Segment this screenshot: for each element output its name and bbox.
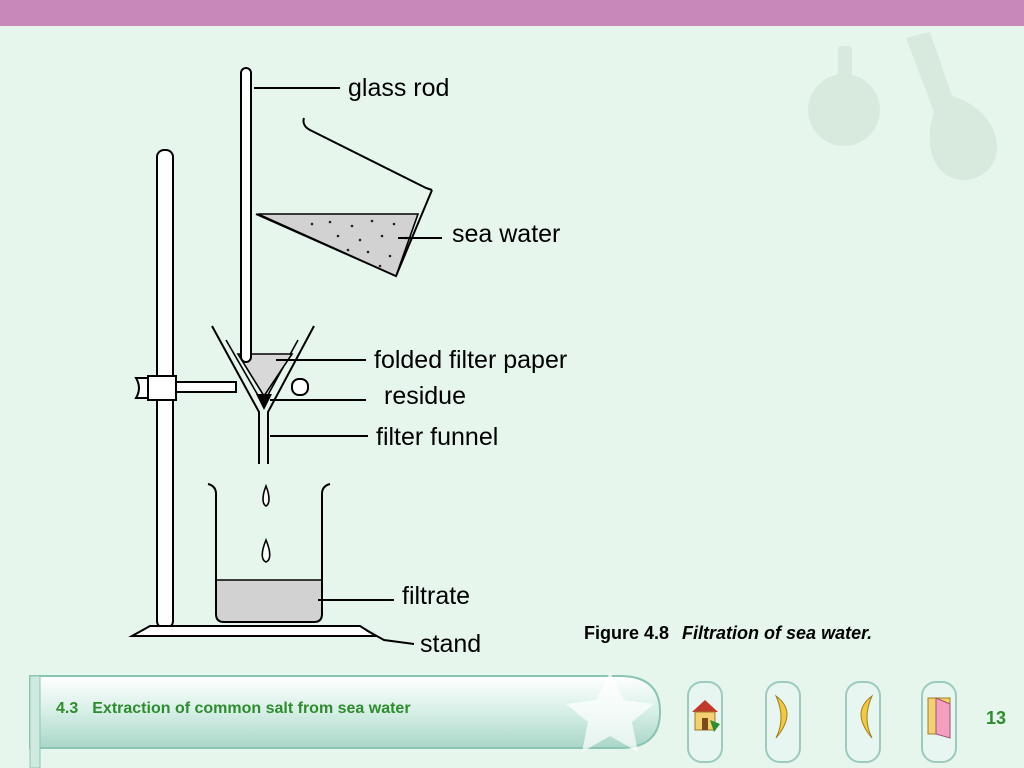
label-sea-water: sea water bbox=[452, 220, 561, 248]
sea-water-liquid bbox=[257, 213, 420, 278]
clamp bbox=[134, 375, 309, 401]
page-number: 13 bbox=[986, 708, 1007, 728]
residue bbox=[256, 394, 272, 410]
receiving-beaker bbox=[207, 483, 331, 623]
exit-door-icon[interactable] bbox=[914, 680, 964, 764]
label-residue: residue bbox=[384, 382, 466, 410]
label-glass-rod: glass rod bbox=[348, 74, 450, 102]
home-icon[interactable] bbox=[680, 680, 730, 764]
figure-number: Figure 4.8 bbox=[584, 623, 670, 643]
section-number: 4.3 bbox=[56, 700, 79, 717]
label-filtrate: filtrate bbox=[402, 582, 471, 610]
label-stand: stand bbox=[420, 630, 482, 658]
figure-caption: Figure 4.8 Filtration of sea water. bbox=[584, 623, 872, 644]
leader-lines bbox=[254, 87, 442, 645]
top-bar bbox=[0, 0, 1024, 26]
forward-arrow-icon[interactable] bbox=[838, 680, 888, 764]
filtrate-liquid bbox=[216, 580, 322, 622]
decorative-flasks-icon bbox=[808, 32, 997, 181]
section-label: 4.3 Extraction of common salt from sea wa… bbox=[56, 700, 411, 718]
droplet bbox=[262, 483, 270, 507]
label-folded-filter-paper: folded filter paper bbox=[374, 346, 568, 374]
section-title: Extraction of common salt from sea water bbox=[92, 700, 411, 717]
footer-tube bbox=[29, 672, 662, 768]
figure-title: Filtration of sea water. bbox=[682, 623, 873, 643]
pouring-beaker bbox=[255, 117, 433, 278]
stand-base bbox=[128, 625, 380, 637]
droplet bbox=[261, 537, 271, 563]
filter-paper bbox=[236, 353, 294, 398]
back-arrow-icon[interactable] bbox=[758, 680, 808, 764]
glass-rod bbox=[240, 67, 252, 363]
label-filter-funnel: filter funnel bbox=[376, 423, 499, 451]
filter-funnel bbox=[211, 325, 315, 464]
